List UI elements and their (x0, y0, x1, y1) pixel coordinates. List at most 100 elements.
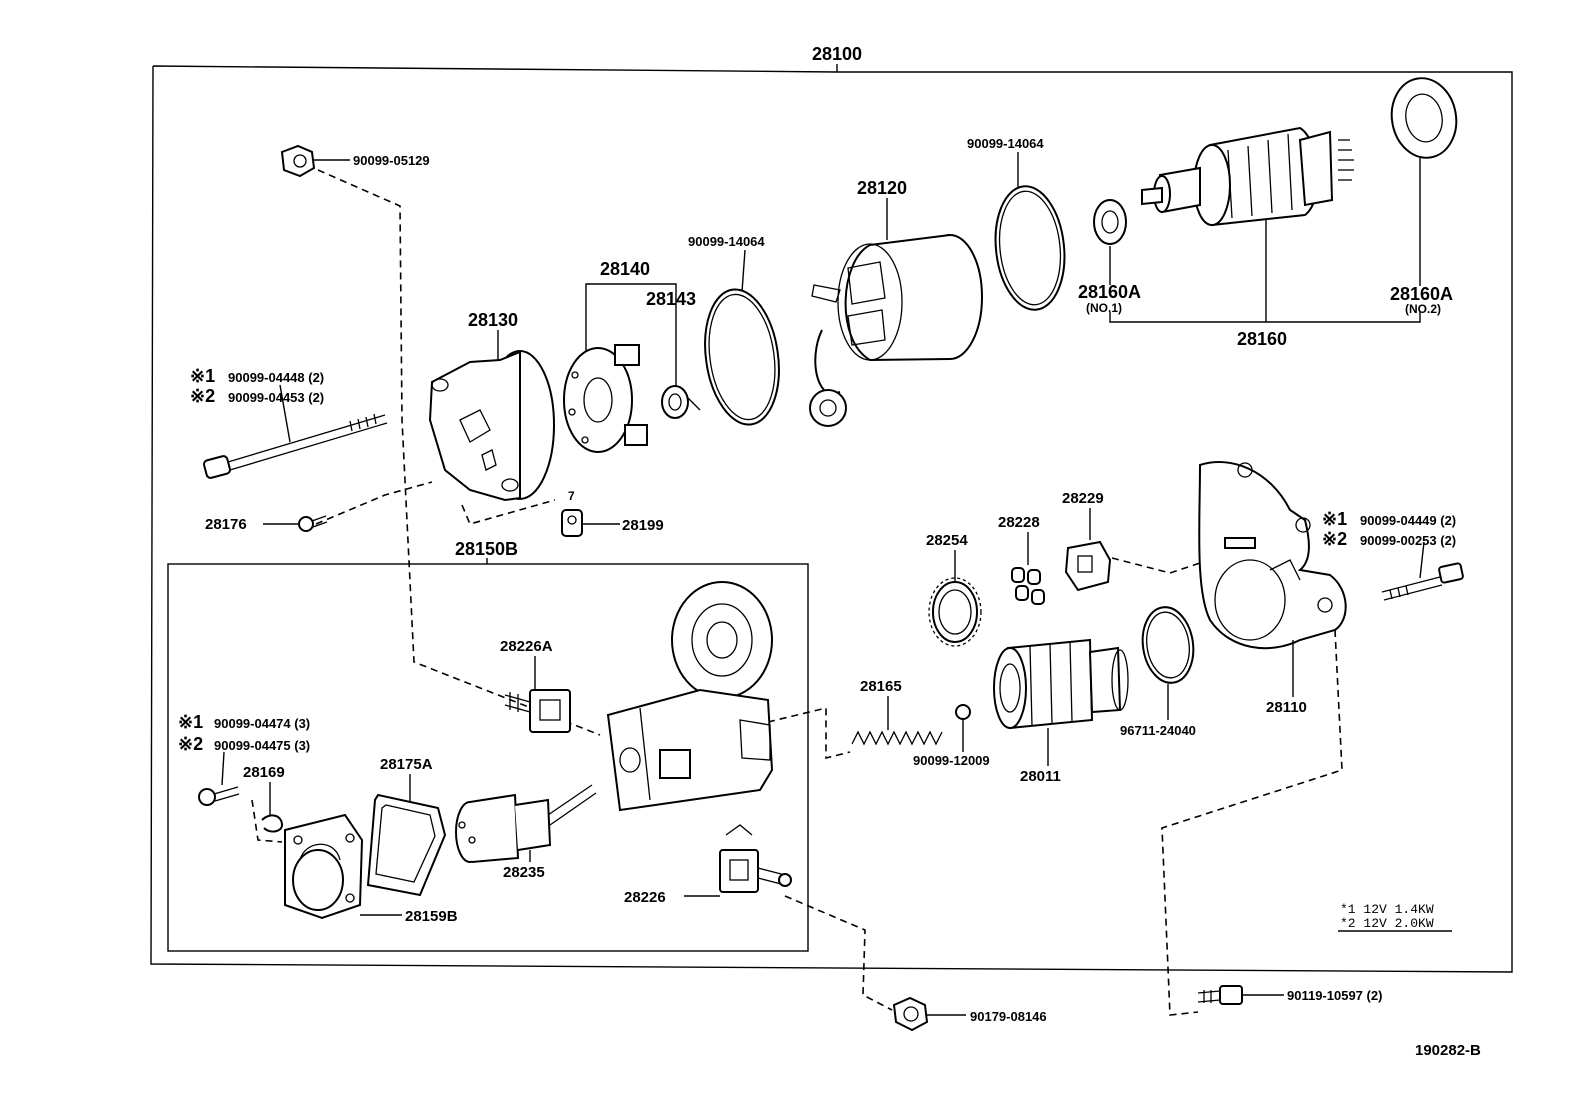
yoke-part (809, 234, 983, 427)
label-28120: 28120 (857, 178, 907, 198)
bearing-28143-part (661, 385, 701, 419)
spring-part (851, 730, 943, 746)
o-ring-a-inner (708, 293, 776, 421)
o-ring-c-inner (1146, 611, 1190, 679)
label-90099-05129: 90099-05129 (353, 153, 430, 168)
label-90099-12009: 90099-12009 (913, 753, 990, 768)
svg-text:7: 7 (568, 489, 575, 503)
housing-guide-line (1161, 629, 1343, 1016)
terminal-28226A-part (504, 689, 571, 733)
o-ring-b-part (994, 185, 1066, 311)
leader (741, 249, 746, 293)
bearing-no1-part (1093, 199, 1127, 245)
roller-part (1011, 567, 1045, 605)
gasket-inner (375, 804, 436, 883)
label-28160A-2: 28160A (1390, 284, 1453, 304)
end-cover-part (428, 350, 555, 502)
armature-part (1141, 126, 1354, 227)
sub-assembly-number: 28150B (455, 539, 518, 559)
mark-1-right: ※1 (1322, 509, 1347, 529)
screw-part (298, 515, 328, 532)
o-ring-b-inner (998, 190, 1062, 306)
label-90179-08146: 90179-08146 (970, 1009, 1047, 1024)
terminal-28226-part (719, 824, 792, 893)
drive-housing-part (1198, 461, 1347, 650)
label-28140: 28140 (600, 259, 650, 279)
magnetic-switch-housing-part (606, 581, 774, 812)
label-28176: 28176 (205, 516, 247, 533)
label-bolt-right-1: 90099-04449 (2) (1360, 513, 1456, 528)
bolt-guide-line (317, 169, 601, 736)
cover-guide-line (461, 499, 556, 525)
label-28160A-1: 28160A (1078, 282, 1141, 302)
spring-guide-line (767, 706, 851, 760)
mark-1-left: ※1 (190, 366, 215, 386)
figure-code: 190282-B (1415, 1042, 1481, 1059)
plunger-part (455, 784, 597, 863)
label-28226: 28226 (624, 889, 666, 906)
drive-bolt-part (1381, 562, 1464, 601)
plate-screw-part (198, 786, 240, 806)
clutch-part (993, 638, 1129, 730)
bolt-90119-part (1197, 985, 1243, 1005)
through-bolt-part (202, 413, 388, 479)
label-28130: 28130 (468, 310, 518, 330)
sub-assembly-frame (167, 563, 809, 952)
brush-holder-part (563, 344, 648, 453)
label-28228: 28228 (998, 514, 1040, 531)
clip-part: 7 (561, 489, 583, 537)
label-28254: 28254 (926, 532, 968, 549)
mark-2-sub: ※2 (178, 734, 203, 754)
mark-2-left: ※2 (190, 386, 215, 406)
bearing-no2-part (1390, 77, 1458, 159)
label-28160A-1-sub: (NO.1) (1086, 301, 1122, 315)
o-ring-c-part (1141, 606, 1195, 684)
label-28011: 28011 (1020, 768, 1061, 785)
nut-90179-part (892, 996, 929, 1032)
label-28165: 28165 (860, 678, 902, 695)
label-bolt-right-2: 90099-00253 (2) (1360, 533, 1456, 548)
label-90099-14064-a: 90099-14064 (688, 234, 765, 249)
label-28160: 28160 (1237, 329, 1287, 349)
idle-gear-part (928, 577, 982, 647)
leader (1419, 541, 1425, 579)
assembly-frame (150, 65, 1513, 973)
mark-1-sub: ※1 (178, 712, 203, 732)
gasket-part (366, 793, 447, 897)
label-90119-10597: 90119-10597 (2) (1287, 988, 1382, 1003)
label-screw-1: 90099-04474 (3) (214, 716, 310, 731)
label-96711-24040: 96711-24040 (1120, 723, 1196, 738)
switch-cover-part (284, 813, 364, 920)
note-1: *1 12V 1.4KW (1340, 902, 1434, 917)
mark-2-right: ※2 (1322, 529, 1347, 549)
label-28159B: 28159B (405, 908, 458, 925)
screw-guide-line (315, 481, 433, 525)
label-28143: 28143 (646, 289, 696, 309)
label-screw-2: 90099-04475 (3) (214, 738, 310, 753)
retainer-part (1064, 540, 1112, 592)
label-bolt-left-2: 90099-04453 (2) (228, 390, 324, 405)
nut-part (280, 144, 316, 178)
note-2: *2 12V 2.0KW (1340, 916, 1434, 931)
label-90099-14064-b: 90099-14064 (967, 136, 1044, 151)
bracket-28160 (1109, 312, 1421, 323)
clip-28169-part (261, 814, 284, 833)
terminal-guide-line (784, 895, 893, 1011)
plate-guide-line (251, 799, 283, 843)
bracket-28140 (585, 283, 677, 390)
o-ring-a-part (704, 288, 780, 426)
assembly-number: 28100 (812, 44, 862, 64)
leader (221, 751, 225, 786)
label-28169: 28169 (243, 764, 285, 781)
label-bolt-left-1: 90099-04448 (2) (228, 370, 324, 385)
label-28226A: 28226A (500, 638, 553, 655)
label-28229: 28229 (1062, 490, 1104, 507)
label-28235: 28235 (503, 864, 545, 881)
leader (279, 384, 291, 443)
steel-ball-part (955, 704, 971, 720)
label-28110: 28110 (1266, 699, 1307, 716)
label-28175A: 28175A (380, 756, 433, 773)
label-28160A-2-sub: (NO.2) (1405, 302, 1441, 316)
label-28199: 28199 (622, 517, 664, 534)
